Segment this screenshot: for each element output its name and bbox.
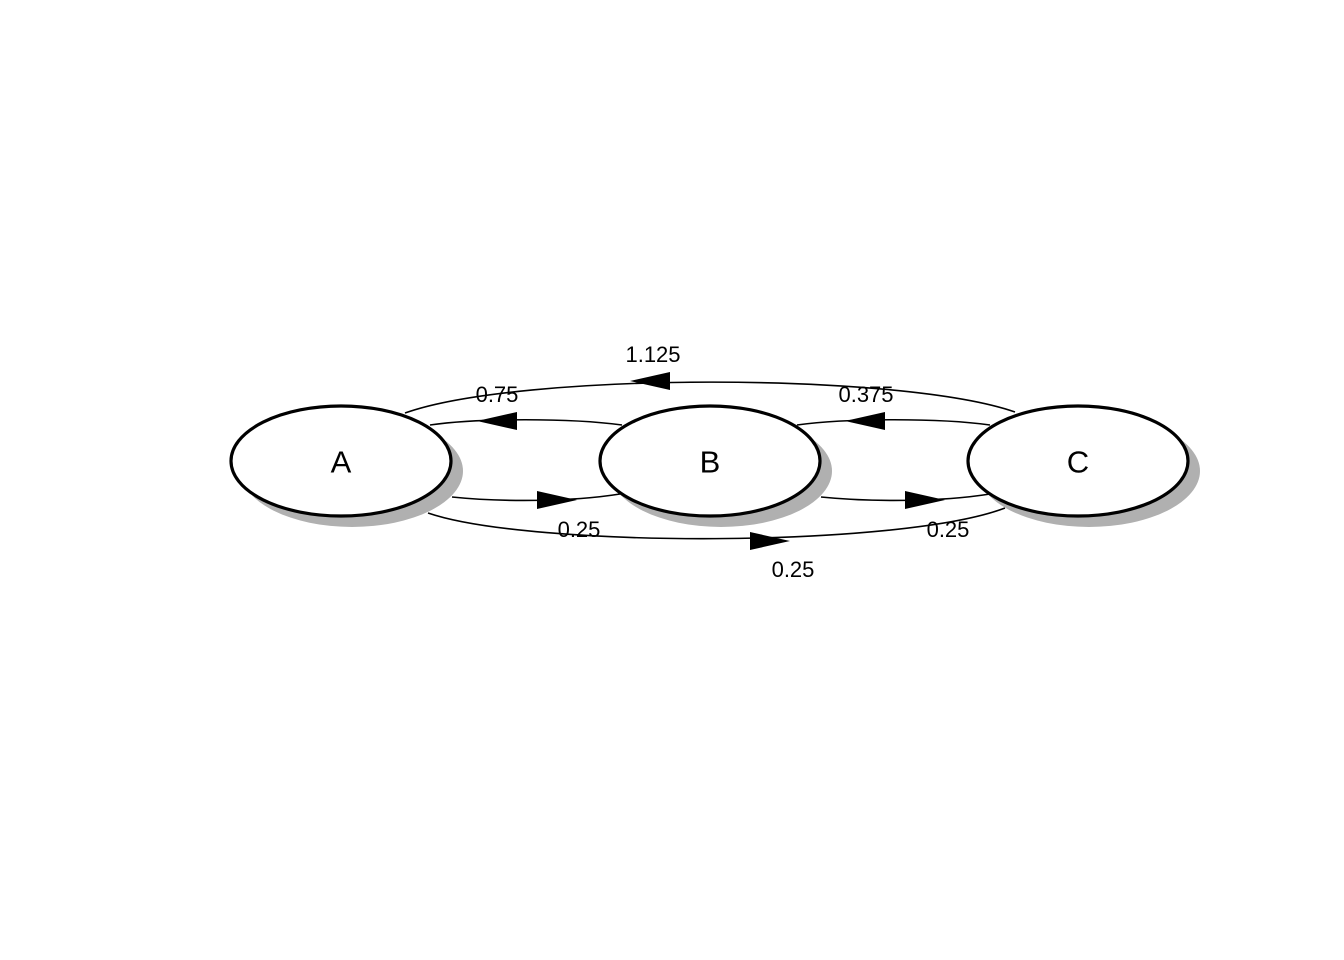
node-label: A bbox=[331, 445, 352, 480]
edge-label: 0.25 bbox=[772, 557, 815, 582]
arrowhead bbox=[630, 372, 670, 390]
edge-label: 0.75 bbox=[476, 382, 519, 407]
edge-label: 0.25 bbox=[558, 517, 601, 542]
edge-label: 0.375 bbox=[838, 382, 893, 407]
arrowhead bbox=[537, 491, 577, 509]
node-a: A bbox=[229, 404, 463, 527]
edge-a-to-b: 0.25 bbox=[451, 491, 621, 542]
node-c: C bbox=[966, 404, 1200, 527]
edge-label: 1.125 bbox=[625, 342, 680, 367]
arrowhead bbox=[845, 412, 885, 430]
arrowhead bbox=[750, 532, 790, 550]
arrowhead bbox=[477, 412, 517, 430]
node-label: C bbox=[1067, 445, 1089, 480]
arrowhead bbox=[905, 491, 945, 509]
edge-a-to-c: 0.25 bbox=[427, 507, 1006, 582]
node-label: B bbox=[700, 445, 721, 480]
edge-c-to-b: 0.375 bbox=[796, 382, 991, 430]
edge-b-to-a: 0.75 bbox=[429, 382, 623, 430]
edge-b-to-c: 0.25 bbox=[820, 491, 991, 542]
edge-c-to-a: 1.125 bbox=[404, 342, 1016, 414]
node-b: B bbox=[598, 404, 832, 527]
edge-label: 0.25 bbox=[927, 517, 970, 542]
